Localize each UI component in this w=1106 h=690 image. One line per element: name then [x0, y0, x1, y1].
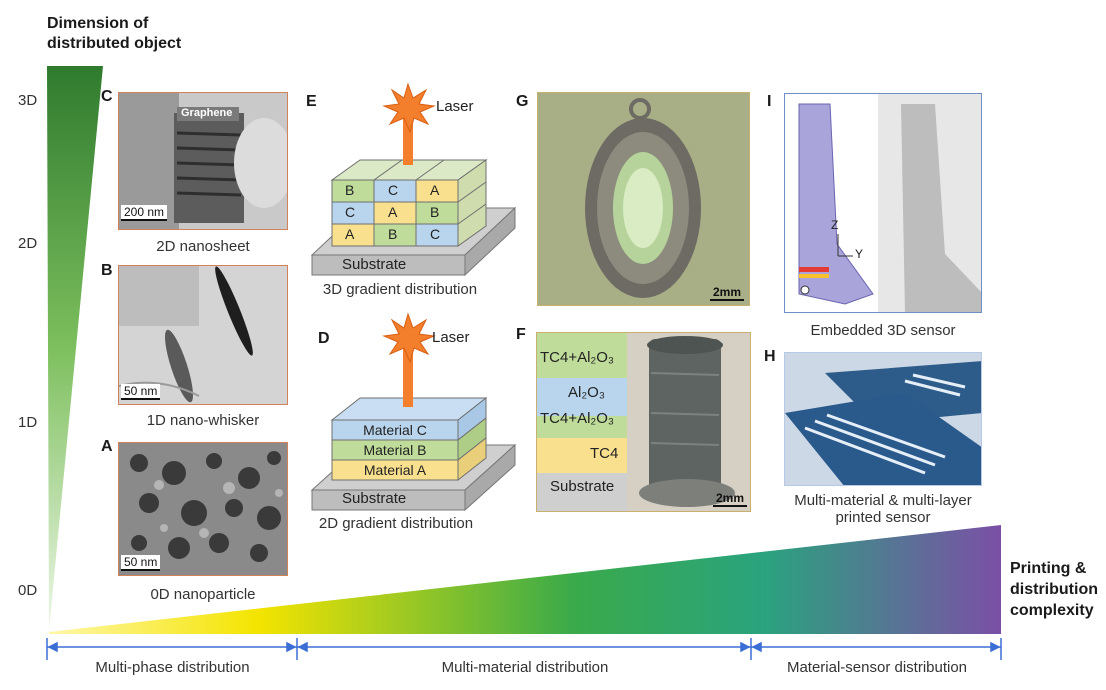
- panel-c-caption: 2D nanosheet: [156, 238, 250, 255]
- panel-e-cell-0-0: B: [345, 182, 355, 198]
- panel-e-letter: E: [306, 93, 317, 110]
- panel-h-letter: H: [764, 348, 776, 365]
- panel-i-caption: Embedded 3D sensor: [810, 322, 956, 339]
- panel-f-layer-alumina: [537, 378, 627, 416]
- x-wedge: [49, 525, 1001, 634]
- panel-f-image: 2mm: [536, 332, 751, 512]
- panel-f-scale-bar: 2mm: [713, 491, 748, 507]
- panel-d-substrate-label: Substrate: [342, 490, 407, 507]
- panel-e-cell-0-2: A: [430, 182, 440, 198]
- pendant-photo: [538, 93, 749, 305]
- x-axis-title-line3: complexity: [1010, 602, 1094, 619]
- embedded-sensor-drawing: [785, 94, 981, 312]
- panel-d-diagram: [310, 312, 517, 512]
- panel-e-substrate-label: Substrate: [342, 256, 407, 273]
- cylinder-photo: [627, 333, 750, 511]
- segment-arrows: [46, 638, 1002, 660]
- panel-b-scale-bar: 50 nm: [121, 384, 161, 400]
- panel-e-cell-1-1: A: [388, 204, 398, 220]
- panel-e-cell-2-0: A: [345, 226, 355, 242]
- panel-b-caption: 1D nano-whisker: [146, 412, 260, 429]
- panel-h-image: [784, 352, 982, 486]
- panel-f-label-1: Al₂O₃: [568, 384, 605, 401]
- panel-g-letter: G: [516, 93, 529, 110]
- x-axis-title-line1: Printing &: [1010, 560, 1087, 577]
- panel-g-scale-bar: 2mm: [710, 285, 745, 301]
- panel-b-letter: B: [101, 262, 113, 279]
- nanowhisker-tem-image: [119, 266, 287, 404]
- y-tick-0d: 0D: [18, 582, 38, 599]
- x-axis-title-line2: distribution: [1010, 581, 1098, 598]
- panel-f-label-3: TC4: [590, 445, 619, 462]
- panel-g-image: 2mm: [537, 92, 750, 306]
- segment-label-material-sensor: Material-sensor distribution: [786, 659, 968, 676]
- panel-e-cell-1-2: B: [430, 204, 440, 220]
- x-axis-title: Printing & distribution complexity: [1010, 558, 1098, 621]
- panel-h-caption-line2: printed sensor: [835, 509, 931, 526]
- panel-a-image: 50 nm: [118, 442, 288, 576]
- panel-i-axis-z: Z: [831, 218, 839, 232]
- panel-a-scale-bar: 50 nm: [121, 555, 161, 571]
- panel-d-laser-label: Laser: [432, 329, 470, 346]
- panel-i-letter: I: [767, 93, 772, 110]
- y-wedge: [47, 66, 103, 630]
- panel-e-cell-1-0: C: [345, 204, 356, 220]
- panel-f-layer-tc4: [537, 438, 627, 473]
- y-axis-title: Dimension of distributed object: [47, 14, 181, 54]
- panel-i-image: Z Y: [784, 93, 982, 313]
- y-tick-2d: 2D: [18, 235, 38, 252]
- y-axis-title-line2: distributed object: [47, 35, 182, 52]
- segment-label-multi-material: Multi-material distribution: [441, 659, 609, 676]
- y-tick-1d: 1D: [18, 414, 38, 431]
- panel-e-cell-2-2: C: [430, 226, 441, 242]
- printed-sensor-photo: [785, 353, 981, 485]
- nanoparticle-sem-image: [119, 443, 287, 575]
- panel-c-scale-bar: 200 nm: [121, 205, 168, 221]
- panel-d-layer-a: Material A: [363, 462, 427, 478]
- panel-c-letter: C: [101, 88, 113, 105]
- panel-a-caption: 0D nanoparticle: [150, 586, 256, 603]
- panel-a-letter: A: [101, 438, 113, 455]
- panel-f-letter: F: [516, 326, 526, 343]
- panel-e-cell-2-1: B: [388, 226, 398, 242]
- panel-e-diagram: [310, 82, 517, 277]
- panel-e-laser-label: Laser: [436, 98, 474, 115]
- panel-h-caption-line1: Multi-material & multi-layer: [794, 492, 972, 509]
- panel-e-cell-0-1: C: [388, 182, 399, 198]
- y-axis-title-line1: Dimension of: [47, 15, 149, 32]
- panel-f-label-4: Substrate: [550, 478, 615, 495]
- panel-d-layer-c: Material C: [363, 422, 427, 438]
- panel-f-label-0: TC4+Al₂O₃: [540, 349, 615, 366]
- panel-c-image: Graphene 200 nm: [118, 92, 288, 230]
- panel-d-layer-b: Material B: [363, 442, 427, 458]
- panel-f-layer-mid: [537, 416, 627, 438]
- panel-h-caption: Multi-material & multi-layer printed sen…: [768, 492, 998, 526]
- panel-b-image: 50 nm: [118, 265, 288, 405]
- panel-e-caption: 3D gradient distribution: [322, 281, 478, 298]
- segment-label-multi-phase: Multi-phase distribution: [95, 659, 250, 676]
- panel-d-letter: D: [318, 330, 330, 347]
- panel-i-axis-y: Y: [855, 247, 864, 261]
- panel-d-caption: 2D gradient distribution: [318, 515, 474, 532]
- panel-f-layer-top: [537, 333, 627, 378]
- graphene-label: Graphene: [181, 107, 233, 119]
- panel-f-layer-substrate: [537, 473, 627, 511]
- panel-f-label-2: TC4+Al₂O₃: [540, 410, 615, 427]
- y-tick-3d: 3D: [18, 92, 38, 109]
